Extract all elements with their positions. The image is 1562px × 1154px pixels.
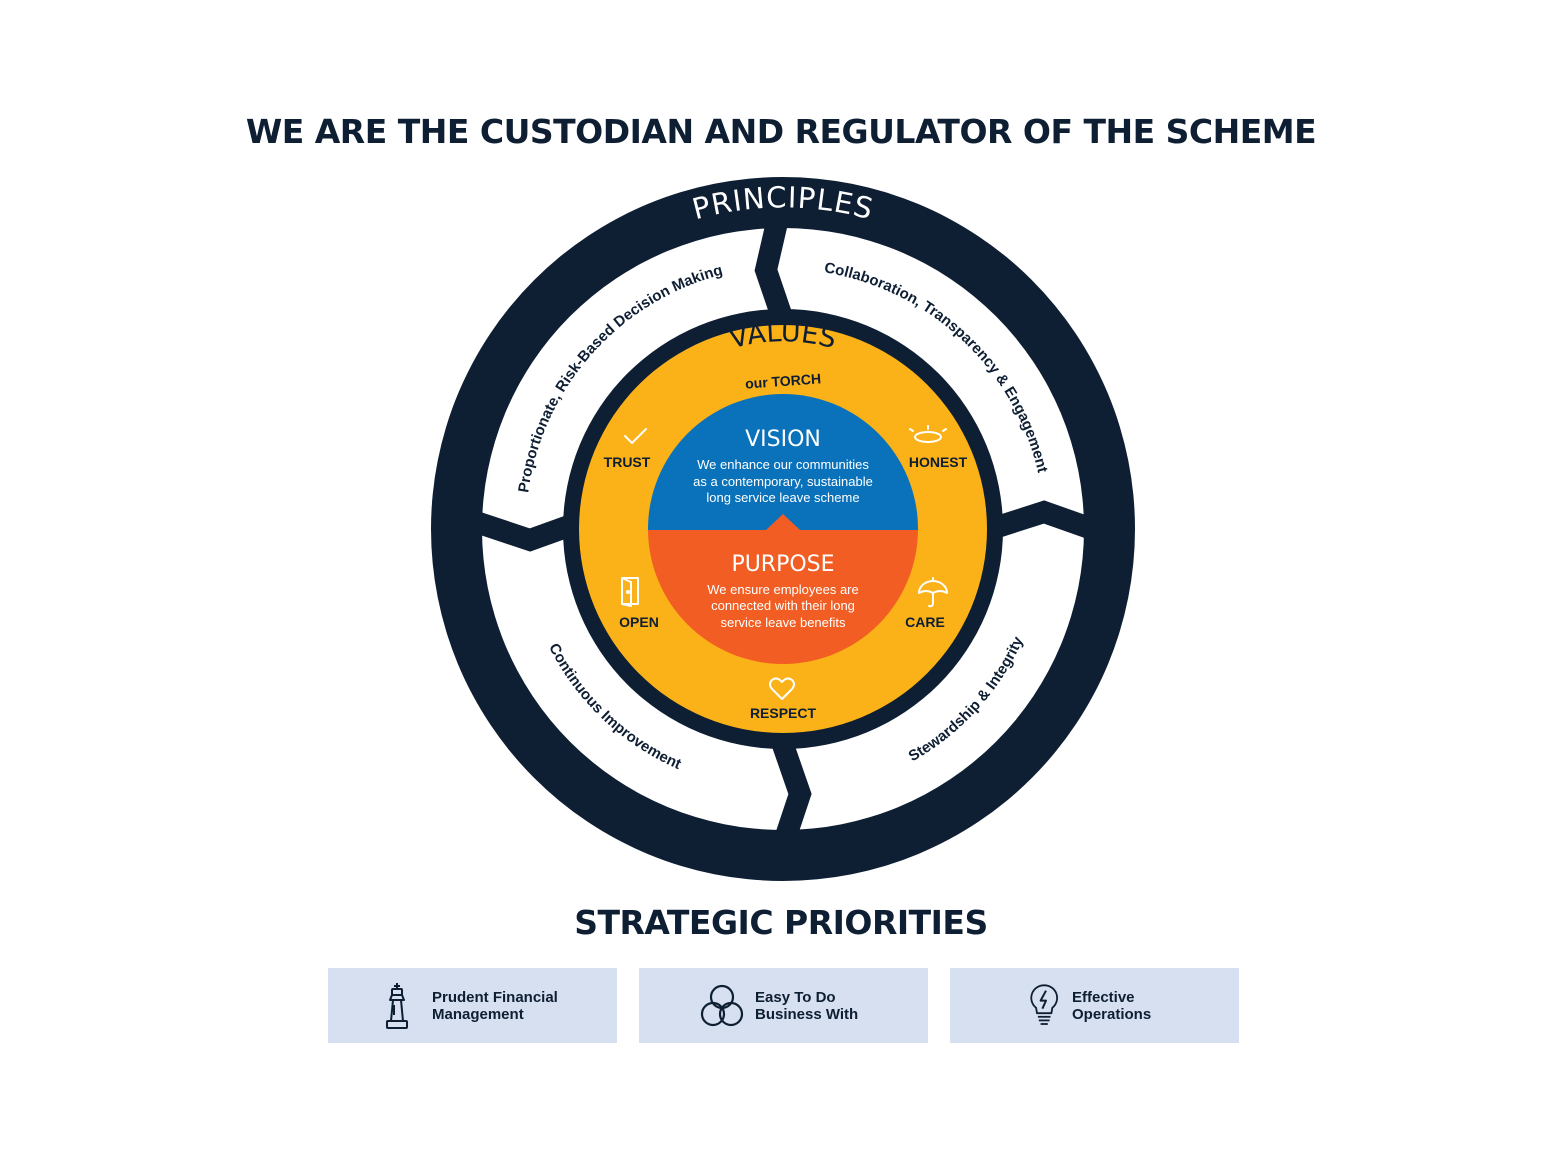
umbrella-icon (918, 577, 948, 608)
priority-label-financial: Prudent Financial Management (432, 988, 558, 1023)
value-label-care: CARE (905, 614, 945, 630)
headline: WE ARE THE CUSTODIAN AND REGULATOR OF TH… (245, 112, 1317, 151)
priority-card-financial: Prudent Financial Management (328, 968, 617, 1043)
heart-icon (769, 677, 795, 700)
vision-title: VISION (745, 427, 821, 452)
halo-icon (909, 425, 947, 443)
chess-king-icon (386, 982, 408, 1029)
value-label-respect: RESPECT (750, 705, 817, 721)
purpose-arrow (766, 514, 800, 530)
strategic-priorities: Prudent Financial Management Easy To Do … (328, 968, 1239, 1043)
strategy-wheel: PRINCIPLES Proportionate, Risk-Based Dec… (431, 177, 1135, 881)
purpose-line-2: connected with their long (711, 598, 855, 613)
value-label-open: OPEN (619, 614, 659, 630)
strategic-priorities-title: STRATEGIC PRIORITIES (574, 903, 988, 942)
purpose-title: PURPOSE (731, 552, 834, 577)
value-label-trust: TRUST (604, 454, 651, 470)
value-label-honest: HONEST (909, 454, 968, 470)
interlocking-rings-icon (700, 984, 744, 1026)
principle-dividers (466, 215, 1099, 846)
purpose-line-3: service leave benefits (720, 615, 846, 630)
door-icon (621, 577, 639, 607)
vision-line-1: We enhance our communities (697, 457, 869, 472)
lightbulb-icon (1030, 983, 1059, 1025)
purpose-line-1: We ensure employees are (707, 582, 859, 597)
values-subtitle: our TORCH (745, 370, 822, 391)
priority-card-operations: Effective Operations (950, 968, 1239, 1043)
priority-label-easy: Easy To Do Business With (755, 988, 859, 1023)
priority-label-operations: Effective Operations (1072, 988, 1152, 1023)
vision-line-3: long service leave scheme (706, 490, 859, 505)
checkmark-icon (624, 428, 647, 444)
vision-line-2: as a contemporary, sustainable (693, 474, 873, 489)
priority-card-easy: Easy To Do Business With (639, 968, 928, 1043)
